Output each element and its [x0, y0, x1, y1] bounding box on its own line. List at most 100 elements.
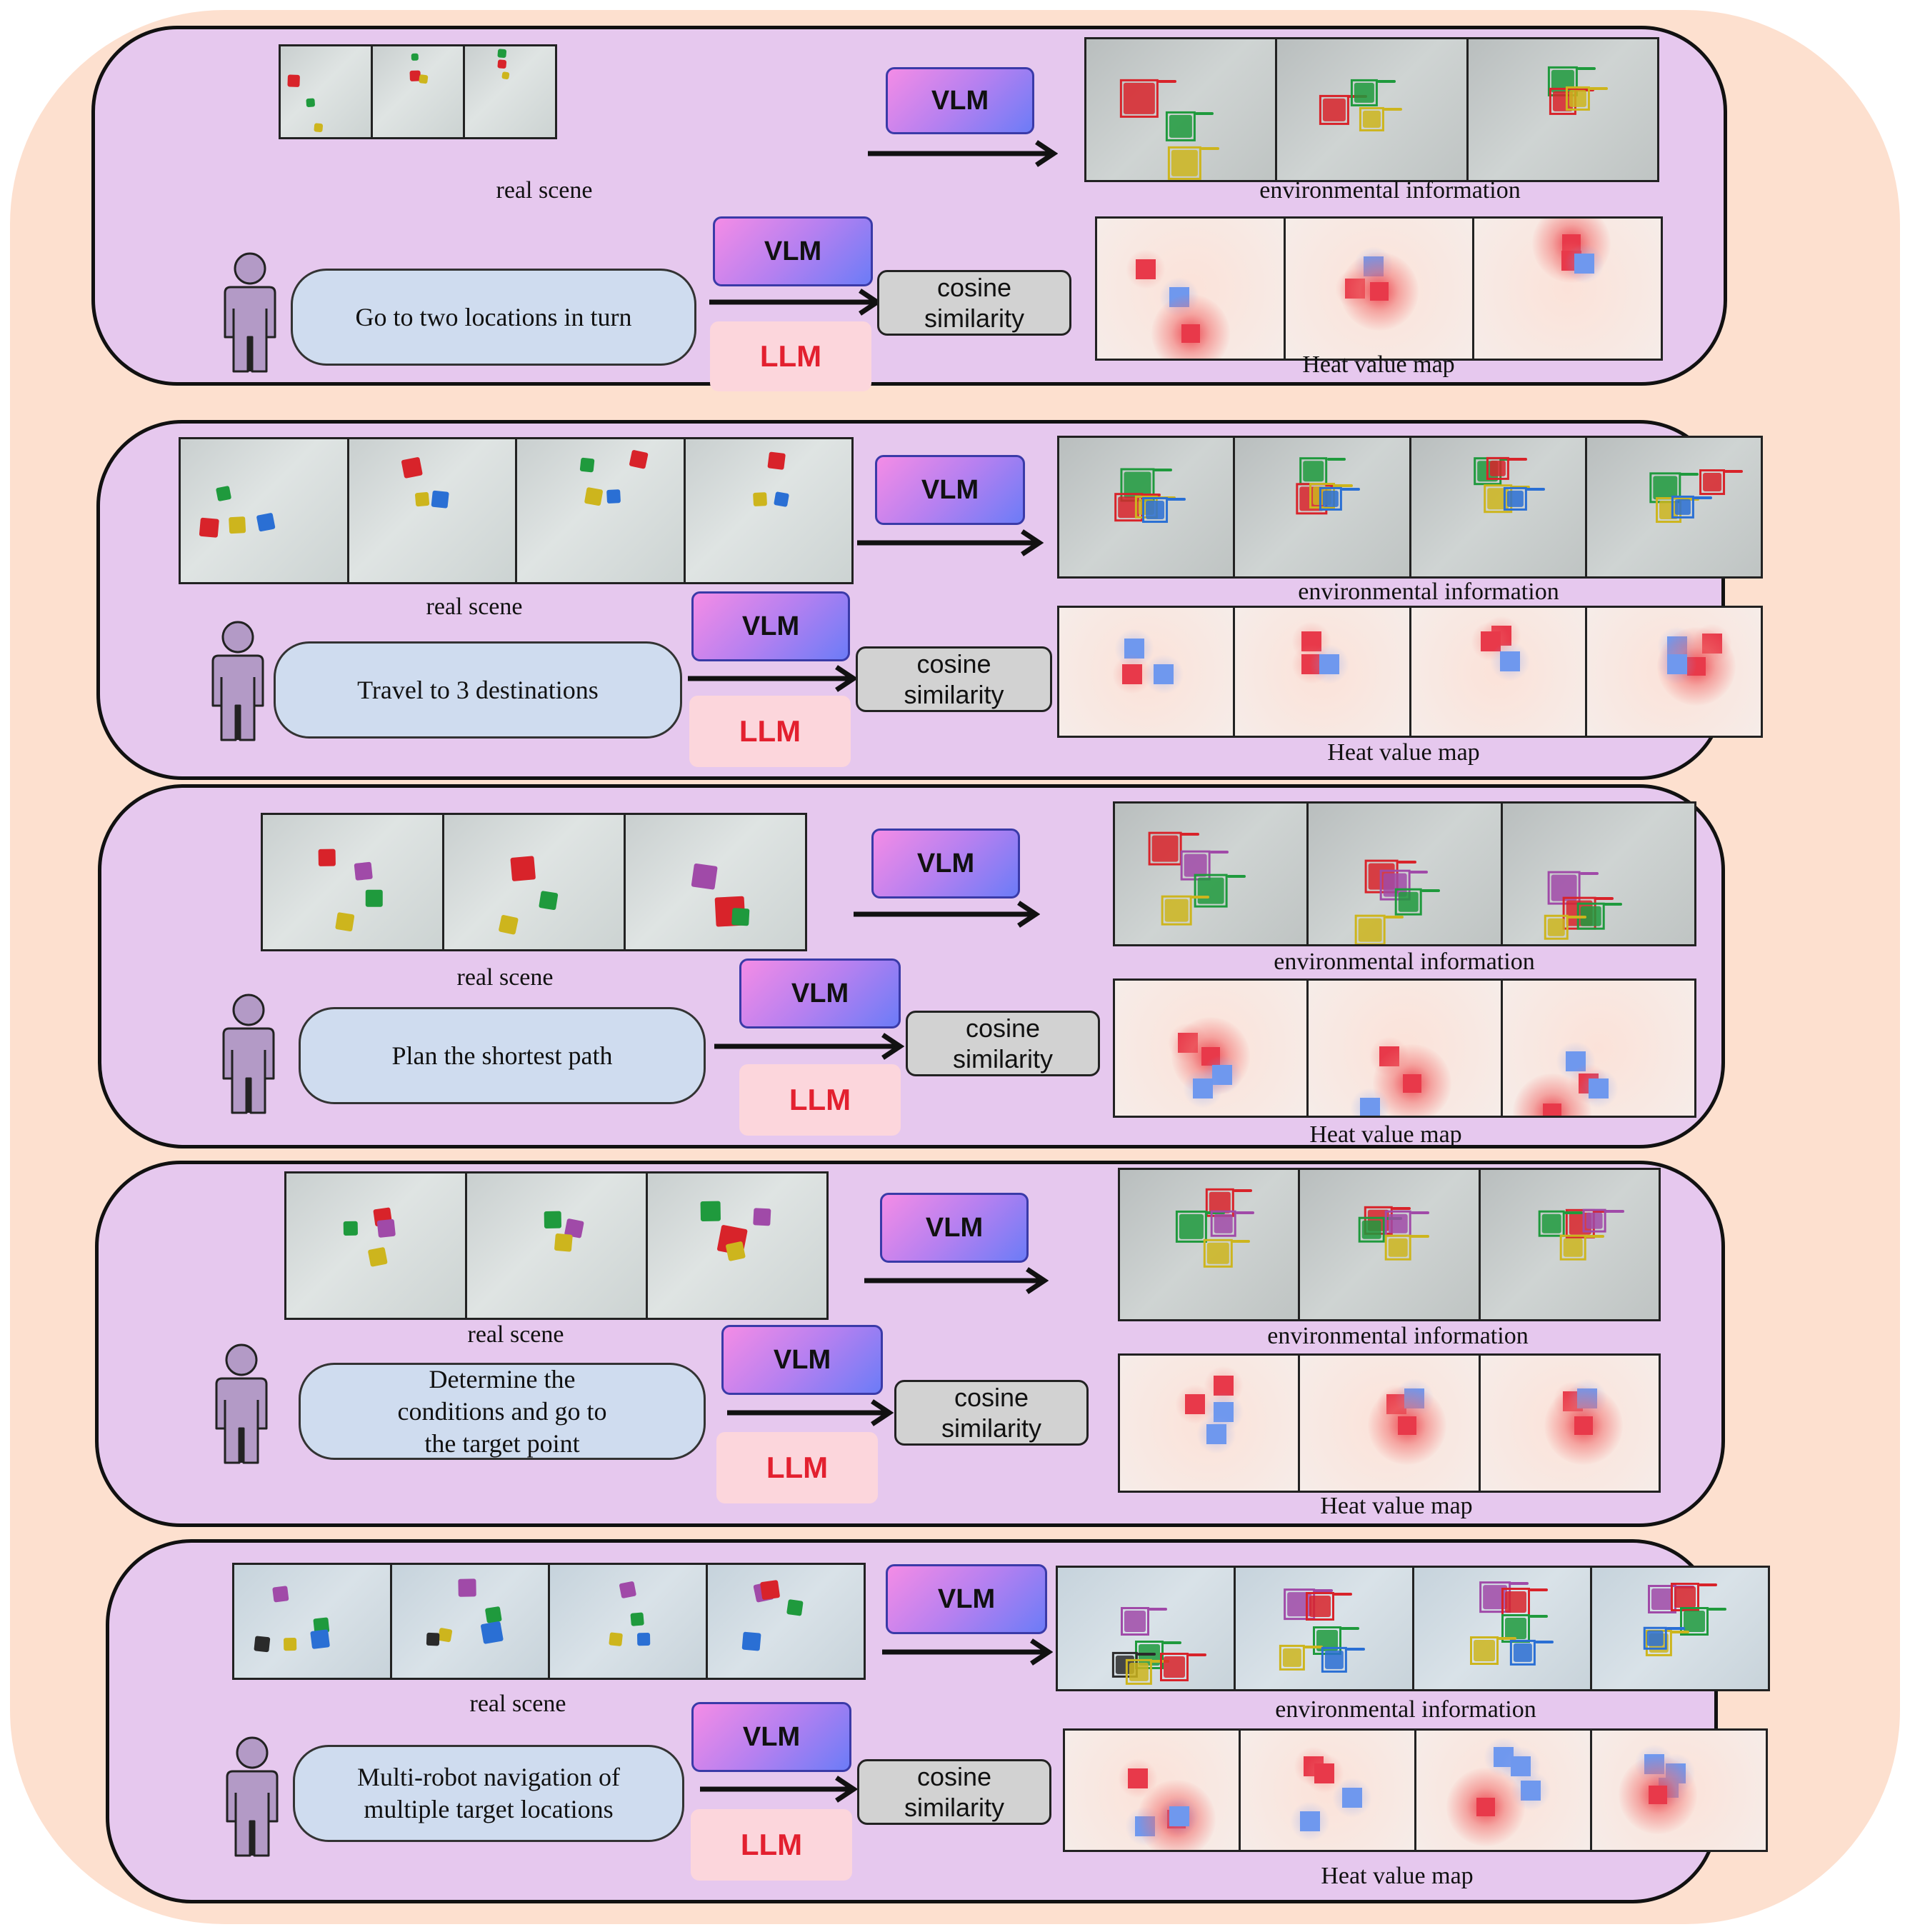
detection-box	[1501, 1587, 1531, 1616]
detection-label	[1568, 916, 1587, 919]
detection-box	[1210, 1210, 1236, 1237]
environmental-information-caption: environmental information	[1267, 1323, 1529, 1349]
detection-label	[1576, 67, 1596, 70]
block	[1197, 877, 1224, 904]
heat-value-map-caption: Heat value map	[1320, 1493, 1473, 1519]
detection-label	[1153, 469, 1172, 472]
block	[608, 1632, 623, 1647]
detection-box	[1671, 495, 1694, 519]
detection-label	[1163, 1641, 1182, 1645]
real-scene-caption: real scene	[456, 964, 554, 991]
cosine-similarity-box: cosine similarity	[906, 1011, 1100, 1076]
block	[1507, 491, 1524, 507]
block	[1171, 150, 1198, 176]
detection-box	[1699, 469, 1725, 496]
person-icon	[215, 1343, 268, 1464]
detection-label	[1384, 915, 1404, 919]
real-scene-images	[261, 813, 807, 951]
detection-label	[1526, 488, 1545, 491]
person-icon	[224, 252, 276, 373]
block	[1651, 1588, 1674, 1611]
right-arrow-icon	[857, 529, 1044, 556]
detection-label	[1724, 470, 1743, 474]
detection-label	[1529, 1588, 1549, 1591]
real-scene-images	[179, 437, 854, 584]
vlm-box: VLM	[721, 1325, 883, 1395]
detection-box	[1679, 1606, 1709, 1636]
detection-label	[1187, 1653, 1206, 1657]
real-scene-images-frame	[648, 1173, 826, 1318]
block	[484, 1606, 502, 1623]
block	[284, 1637, 297, 1651]
block	[1389, 1213, 1408, 1233]
environmental-information-images-frame	[1120, 1170, 1301, 1319]
block	[753, 492, 768, 506]
detection-label	[1226, 874, 1246, 878]
heat-value-map-images-frame	[1120, 1356, 1301, 1491]
cosine-similarity-box: cosine similarity	[856, 646, 1052, 712]
detection-box	[1504, 487, 1527, 511]
environmental-information-images-frame	[1058, 1568, 1236, 1689]
heat-marker	[1588, 1078, 1609, 1099]
right-arrow-icon	[854, 901, 1040, 928]
llm-box: LLM	[691, 1809, 852, 1881]
detection-label	[1498, 1636, 1516, 1640]
detection-box	[1560, 1234, 1586, 1261]
detection-label	[1681, 497, 1700, 501]
heat-marker	[1397, 1416, 1416, 1436]
block	[310, 1629, 330, 1650]
detection-label	[1181, 832, 1200, 836]
heat-marker	[1561, 234, 1581, 254]
detection-label	[1671, 1631, 1690, 1634]
detection-label	[1210, 851, 1229, 854]
heat-value-map-images-frame	[1300, 1356, 1481, 1491]
vlm-box: VLM	[880, 1193, 1029, 1263]
heat-marker	[1319, 654, 1339, 674]
heat-value-map-images-frame	[1416, 1731, 1592, 1850]
heat-marker	[1213, 1402, 1234, 1423]
block	[1129, 1663, 1149, 1682]
person-icon	[211, 621, 264, 741]
detection-box	[1359, 107, 1384, 132]
detection-box	[1565, 86, 1591, 111]
real-scene-images-frame	[465, 46, 555, 137]
environmental-information-images-frame	[1586, 438, 1761, 576]
detection-label	[1166, 497, 1186, 501]
detection-label	[1410, 1211, 1429, 1214]
block	[418, 74, 429, 84]
real-scene-images-frame	[181, 439, 349, 582]
heat-value-map-caption: Heat value map	[1309, 1121, 1462, 1148]
real-scene-images-frame	[467, 1173, 648, 1318]
block	[774, 491, 790, 507]
detection-label	[1564, 1211, 1583, 1214]
vlm-box: VLM	[691, 591, 850, 661]
block	[199, 517, 219, 539]
block	[1683, 1610, 1705, 1632]
vlm-box: VLM	[739, 959, 901, 1028]
detection-box	[1321, 1647, 1348, 1673]
environmental-information-images	[1056, 1566, 1770, 1691]
heat-background	[1059, 608, 1234, 736]
detection-label	[1233, 1188, 1252, 1192]
heat-marker	[1493, 1746, 1514, 1767]
environmental-information-images	[1057, 436, 1763, 579]
block	[691, 864, 718, 890]
detection-box	[1299, 456, 1328, 486]
detection-box	[1279, 1644, 1306, 1671]
right-arrow-icon	[709, 289, 881, 316]
block	[1564, 1238, 1583, 1257]
heat-value-map-caption: Heat value map	[1327, 739, 1480, 766]
block	[318, 849, 336, 867]
detection-box	[1319, 94, 1349, 125]
heat-marker	[1686, 657, 1706, 676]
heat-marker	[1301, 654, 1322, 674]
detection-label	[1421, 889, 1441, 892]
heat-marker	[1169, 1806, 1190, 1827]
detection-label	[1206, 1211, 1225, 1215]
block	[496, 49, 507, 59]
heat-value-map-images-frame	[1474, 219, 1661, 359]
environmental-information-images-frame	[1309, 804, 1503, 944]
detection-label	[1594, 1210, 1613, 1213]
heat-value-map-caption: Heat value map	[1302, 351, 1455, 378]
block	[457, 1578, 476, 1597]
